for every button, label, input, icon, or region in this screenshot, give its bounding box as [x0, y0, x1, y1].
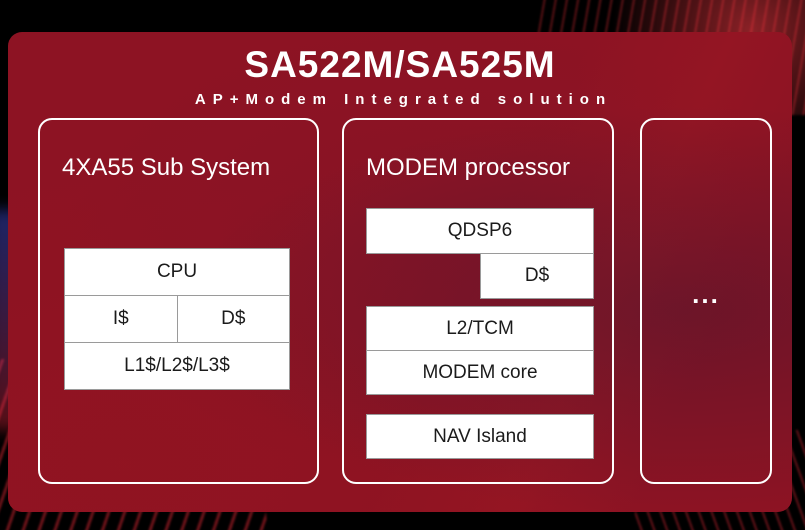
modem-dcache-block: D$	[480, 253, 594, 299]
page-title: SA522M/SA525M	[244, 44, 556, 85]
l2-tcm-block: L2/TCM	[366, 306, 594, 351]
panel-modem-processor: MODEM processor QDSP6 D$ L2/TCM MODEM co…	[342, 118, 614, 484]
icache-block: I$	[112, 308, 129, 329]
panel-ap-subsystem: 4XA55 Sub System CPU I$ D$ L1$/L2$/L3$	[38, 118, 319, 484]
cpu-block: CPU	[156, 261, 198, 282]
l-caches-block: L1$/L2$/L3$	[124, 355, 230, 376]
table-row-l-caches: L1$/L2$/L3$	[64, 342, 290, 390]
nav-island-block: NAV Island	[366, 414, 594, 459]
table-row-caches: I$ D$	[64, 295, 290, 343]
ellipsis-label: ...	[692, 278, 720, 309]
modem-processor-heading: MODEM processor	[366, 154, 571, 181]
qdsp6-block: QDSP6	[366, 208, 594, 254]
modem-core-block: MODEM core	[366, 350, 594, 395]
table-row-cpu: CPU	[64, 248, 290, 296]
ap-cache-table: CPU I$ D$ L1$/L2$/L3$	[64, 248, 290, 390]
panel-more: ...	[640, 118, 772, 484]
dcache-block: D$	[176, 296, 290, 342]
page-subtitle: AP+Modem Integrated solution	[194, 91, 613, 108]
slide-card: SA522M/SA525M AP+Modem Integrated soluti…	[8, 32, 792, 512]
ap-subsystem-heading: 4XA55 Sub System	[62, 154, 271, 181]
